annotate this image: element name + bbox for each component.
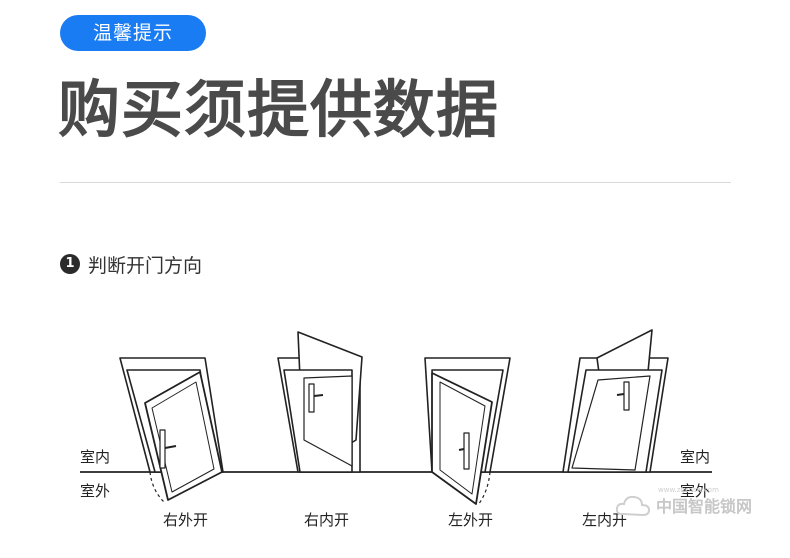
- door-right-outward: [119, 357, 224, 503]
- outdoor-label-right: 室外: [680, 482, 711, 500]
- cloud-logo-icon: [615, 495, 651, 517]
- watermark: www.zgznsw.com 中国智能锁网: [614, 486, 753, 520]
- watermark-url: www.zgznsw.com: [658, 486, 719, 494]
- door-label: 右内开: [304, 511, 350, 529]
- door-label: 左外开: [448, 511, 494, 529]
- indoor-label-right: 室内: [680, 448, 711, 466]
- step-heading: 1 判断开门方向: [60, 252, 203, 277]
- step-label: 判断开门方向: [88, 254, 203, 277]
- divider: [60, 182, 731, 183]
- door-label: 右外开: [163, 511, 209, 529]
- step-number: 1: [60, 254, 80, 274]
- door-left-inward: [562, 329, 669, 473]
- door-left-outward: [424, 357, 511, 506]
- watermark-text: 中国智能锁网: [656, 497, 753, 516]
- page-title: 购买须提供数据: [58, 73, 500, 146]
- door-right-inward: [277, 331, 363, 473]
- tip-badge: 温馨提示: [60, 15, 206, 51]
- door-label: 左内开: [582, 511, 628, 529]
- outdoor-label-left: 室外: [80, 482, 111, 500]
- indoor-label-left: 室内: [80, 448, 111, 466]
